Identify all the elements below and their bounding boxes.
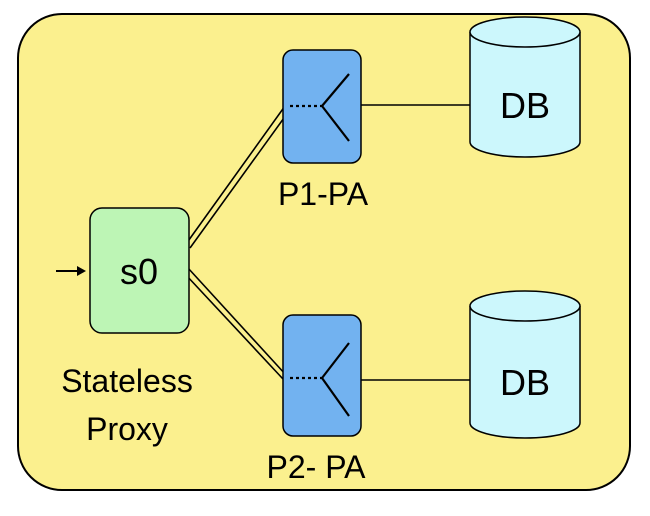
pa2-fork-icon <box>290 342 350 417</box>
proxy-to-pa2-connector <box>185 267 287 380</box>
db2-label: DB <box>500 362 550 403</box>
pa1-node <box>282 49 362 164</box>
pa1-label: P1-PA <box>278 176 369 212</box>
proxy-to-pa1-connector <box>185 105 290 249</box>
db1-label: DB <box>500 85 550 126</box>
db1-cylinder: DB <box>469 16 581 158</box>
db2-cylinder: DB <box>469 290 581 439</box>
proxy-node: s0 <box>89 207 190 334</box>
pa2-node <box>282 314 362 437</box>
input-arrow <box>56 266 86 276</box>
pa2-label: P2- PA <box>267 449 367 485</box>
proxy-caption-line1: Stateless <box>61 363 193 399</box>
pa1-fork-icon <box>290 73 350 142</box>
proxy-caption-line2: Proxy <box>86 411 168 447</box>
proxy-label: s0 <box>120 251 158 292</box>
